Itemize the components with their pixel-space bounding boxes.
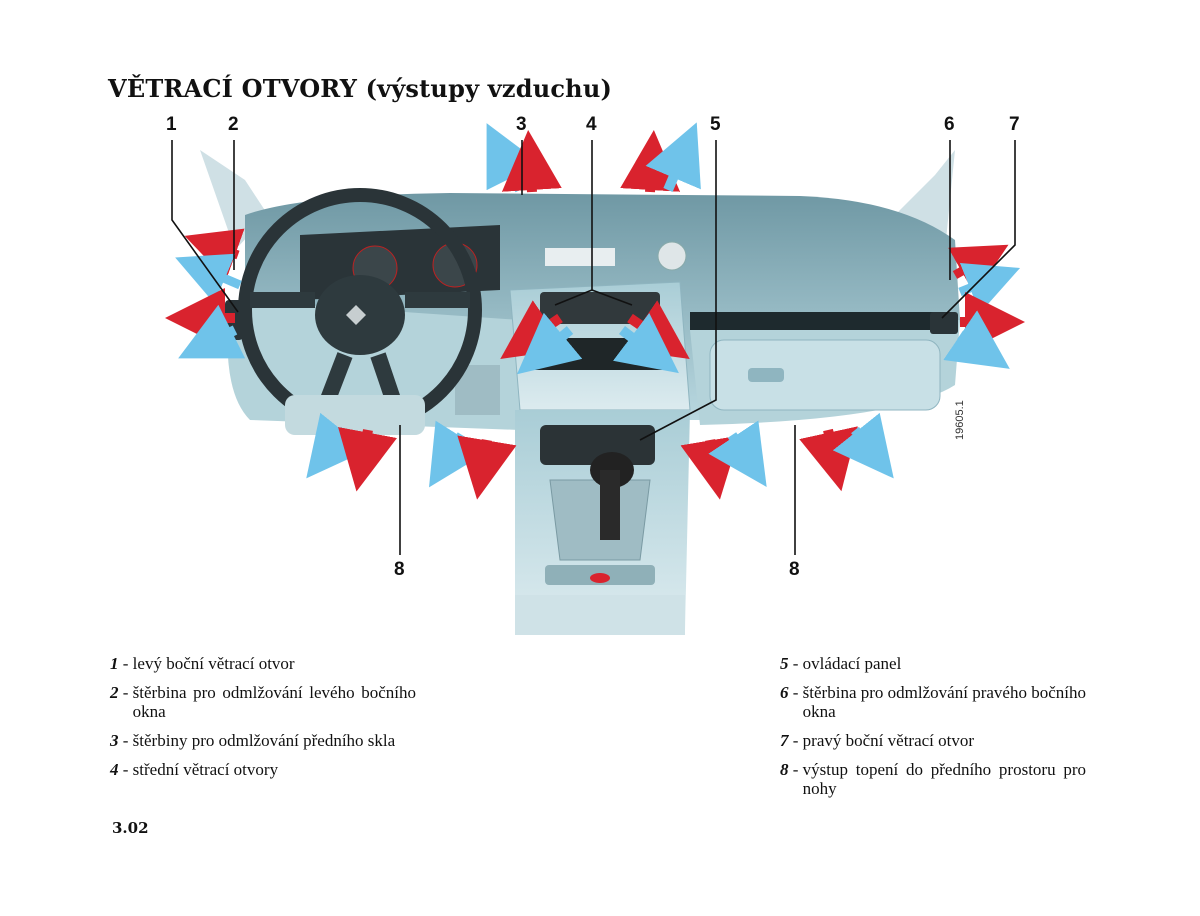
demist-arrow-cool: [668, 150, 685, 190]
legend-text: levý boční větrací otvor: [133, 654, 416, 673]
side-arrow-cool: [960, 335, 985, 352]
glovebox-handle: [748, 368, 784, 382]
page-number: 3.02: [112, 819, 149, 837]
foot-arrow-cool: [855, 430, 875, 455]
callout-3: 3: [516, 114, 527, 136]
glovebox: [710, 340, 940, 410]
legend-left: 1 - levý boční větrací otvor 2 - štěrbin…: [110, 654, 416, 789]
legend-number: 5: [780, 654, 789, 673]
foot-arrow-warm: [362, 430, 368, 462]
legend-number: 1: [110, 654, 119, 673]
callout-1: 1: [166, 114, 177, 136]
gear-stick: [600, 470, 620, 540]
demist-arrow-warm: [530, 160, 532, 192]
side-arrow-cool: [200, 268, 240, 285]
demist-arrow-warm: [650, 160, 652, 192]
callout-8-left: 8: [394, 559, 405, 581]
callout-5: 5: [710, 114, 721, 136]
demist-arrow-cool: [500, 150, 520, 190]
steering-column: [285, 395, 425, 435]
side-arrow-warm: [955, 258, 985, 275]
foot-arrow-warm: [828, 430, 835, 462]
figure-code: 19605.1: [954, 400, 966, 440]
legend-item: 8 - výstup topení do předního prostoru p…: [780, 760, 1086, 798]
legend-text: pravý boční větrací otvor: [803, 731, 1086, 750]
legend-number: 8: [780, 760, 789, 798]
legend-number: 3: [110, 731, 119, 750]
dash-clock: [658, 242, 686, 270]
legend-text: štěrbina pro odmlžování levého bočního o…: [133, 683, 416, 721]
legend-text: výstup topení do předního prostoru pro n…: [803, 760, 1086, 798]
callout-2: 2: [228, 114, 239, 136]
legend-text: střední větrací otvory: [133, 760, 416, 779]
legend-item: 5 - ovládací panel: [780, 654, 1086, 673]
legend-right: 5 - ovládací panel 6 - štěrbina pro odml…: [780, 654, 1086, 808]
foot-arrow-warm: [710, 440, 715, 470]
dash-trim-strip: [690, 312, 940, 330]
legend-item: 1 - levý boční větrací otvor: [110, 654, 416, 673]
legend-text: štěrbina pro odmlžování pravého bočního …: [803, 683, 1086, 721]
legend-number: 7: [780, 731, 789, 750]
legend-number: 6: [780, 683, 789, 721]
legend-item: 4 - střední větrací otvory: [110, 760, 416, 779]
legend-text: štěrbiny pro odmlžování předního skla: [133, 731, 416, 750]
hazard-button: [590, 573, 610, 583]
legend-text: ovládací panel: [803, 654, 1086, 673]
seat-area: [515, 595, 685, 635]
legend-item: 2 - štěrbina pro odmlžování levého boční…: [110, 683, 416, 721]
cluster-display: [545, 248, 615, 266]
legend-number: 2: [110, 683, 119, 721]
side-arrow-cool: [960, 278, 995, 292]
foot-arrow-cool: [445, 435, 462, 462]
legend-item: 7 - pravý boční větrací otvor: [780, 731, 1086, 750]
legend-item: 6 - štěrbina pro odmlžování pravého bočn…: [780, 683, 1086, 721]
legend-item: 3 - štěrbiny pro odmlžování předního skl…: [110, 731, 416, 750]
callout-7: 7: [1009, 114, 1020, 136]
callout-6: 6: [944, 114, 955, 136]
callout-8-right: 8: [789, 559, 800, 581]
foot-arrow-warm: [482, 440, 487, 470]
callout-4: 4: [586, 114, 597, 136]
foot-arrow-cool: [732, 435, 750, 462]
legend-number: 4: [110, 760, 119, 779]
